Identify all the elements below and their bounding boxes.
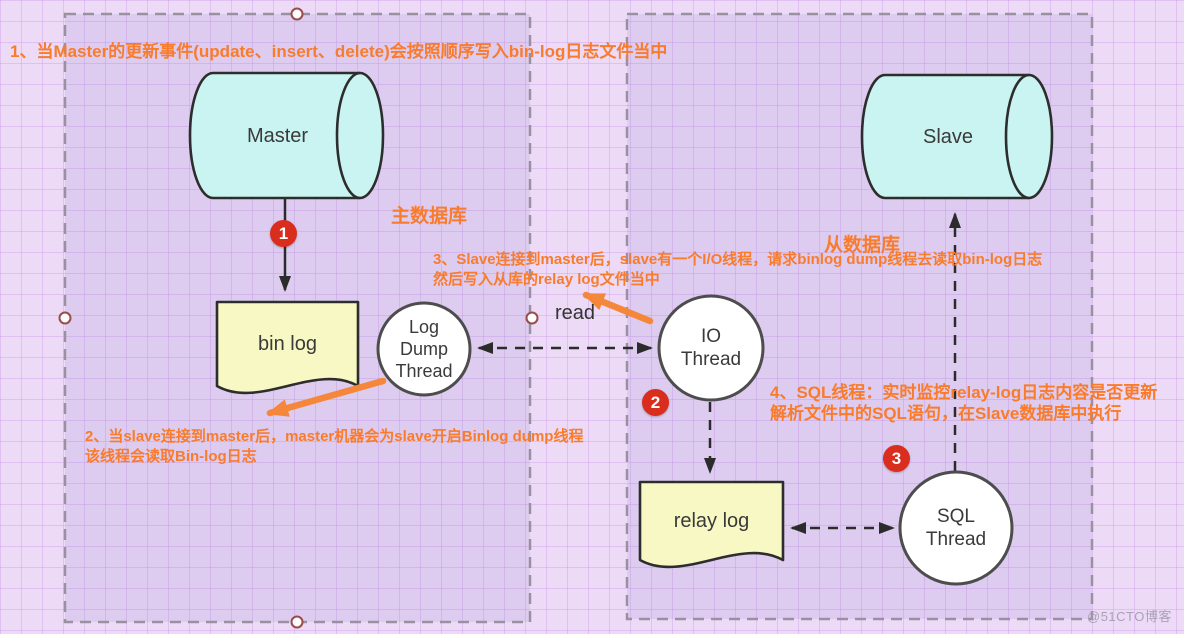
slave-group-label: 从数据库 [824,235,901,256]
step-badge-3: 3 [883,445,910,472]
annotation-step4: 4、SQL线程：实时监控relay-log日志内容是否更新 解析文件中的SQL语… [770,383,1158,423]
slave-cylinder-rim [1004,73,1030,200]
read-label: read [555,302,596,324]
io-thread-circle [657,294,765,402]
log-dump-thread-circle [376,301,472,397]
connection-point-right [525,311,539,325]
site-watermark: @51CTO博客 [1087,609,1172,624]
relaylog-node-label: relay log [673,509,750,532]
step-badge-1: 1 [270,220,297,247]
connection-point-top [290,7,304,21]
annotation-step3: 3、Slave连接到master后，slave有一个I/O线程，请求binlog… [433,251,1043,288]
binlog-node-label: bin log [258,332,317,355]
master-cylinder-rim [335,71,361,200]
sql-thread-label: SQL Thread [925,506,987,550]
annotation-step1: 1、当Master的更新事件(update、insert、delete)会按照顺… [10,42,668,61]
master-group-label: 主数据库 [391,206,468,227]
relaylog-document-shape [638,480,785,569]
step-badge-2: 2 [642,389,669,416]
sql-thread-circle [898,470,1014,586]
annotation-step2: 2、当slave连接到master后，master机器会为slave开启Binl… [85,428,584,465]
annotation-arrow-to-step2 [266,377,387,417]
annotation-arrow-to-step3 [582,291,654,325]
io-thread-label: IO Thread [680,326,742,370]
connection-point-bottom [290,615,304,629]
log-dump-thread-label: Log Dump Thread [395,317,453,381]
master-node-label: Master [246,124,309,147]
connection-point-left [58,311,72,325]
slave-node-label: Slave [922,125,974,148]
